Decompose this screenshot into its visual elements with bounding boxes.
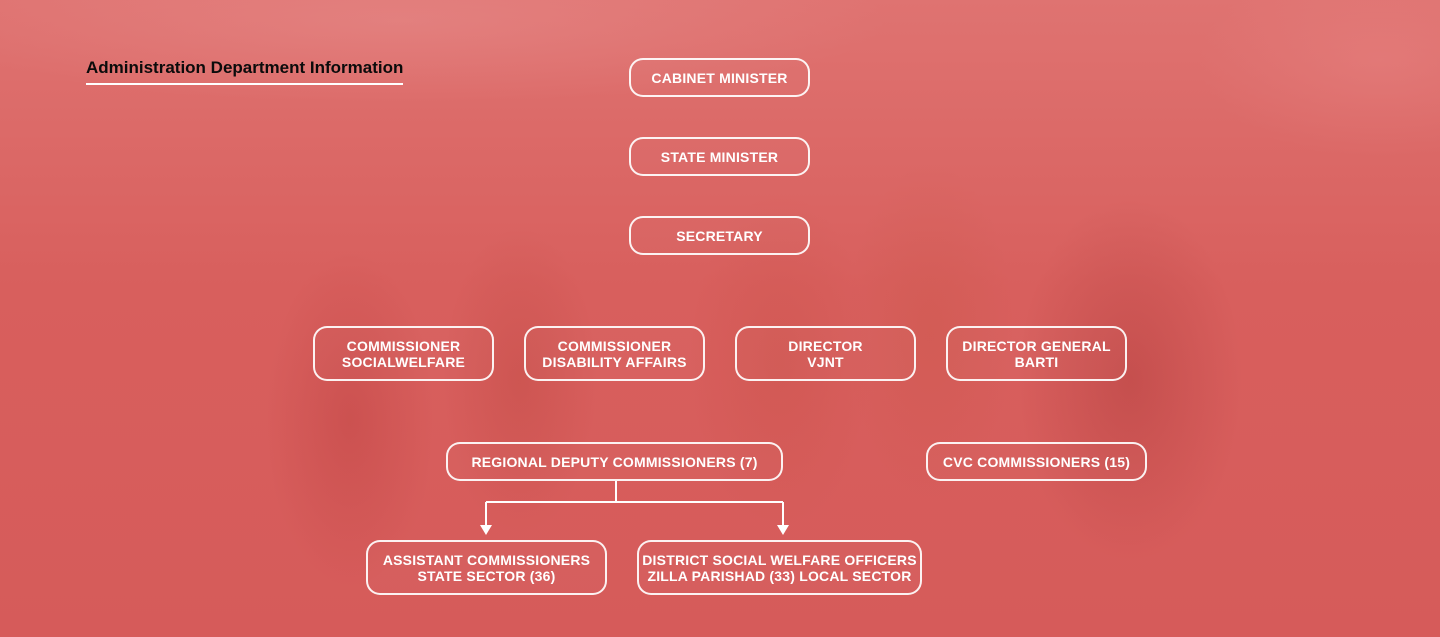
node-commissioner-disability: COMMISSIONER DISABILITY AFFAIRS [524, 326, 705, 381]
node-label-line2: ZILLA PARISHAD (33) LOCAL SECTOR [647, 567, 912, 584]
node-label-line1: COMMISSIONER [346, 337, 461, 354]
node-label-line1: ASSISTANT COMMISSIONERS [382, 551, 591, 568]
node-label-line2: DISABILITY AFFAIRS [542, 353, 687, 370]
node-label: CVC COMMISSIONERS (15) [942, 453, 1131, 470]
node-label-line2: SOCIALWELFARE [341, 353, 466, 370]
node-label-line2: STATE SECTOR (36) [417, 567, 556, 584]
node-cvc-commissioners: CVC COMMISSIONERS (15) [926, 442, 1147, 481]
node-label: CABINET MINISTER [651, 69, 788, 86]
node-cabinet-minister: CABINET MINISTER [629, 58, 810, 97]
page-title: Administration Department Information [86, 58, 404, 85]
node-district-social-welfare-officers: DISTRICT SOCIAL WELFARE OFFICERS ZILLA P… [637, 540, 922, 595]
node-label-line1: DIRECTOR [788, 337, 863, 354]
node-label-line1: DISTRICT SOCIAL WELFARE OFFICERS [642, 551, 917, 568]
node-secretary: SECRETARY [629, 216, 810, 255]
node-regional-deputy-commissioners: REGIONAL DEPUTY COMMISSIONERS (7) [446, 442, 783, 481]
node-label: SECRETARY [676, 227, 763, 244]
node-director-general-barti: DIRECTOR GENERAL BARTI [946, 326, 1127, 381]
node-label-line2: VJNT [807, 353, 844, 370]
node-label-line1: COMMISSIONER [557, 337, 672, 354]
node-label-line2: BARTI [1014, 353, 1059, 370]
node-director-vjnt: DIRECTOR VJNT [735, 326, 916, 381]
node-label: STATE MINISTER [660, 148, 779, 165]
node-label-line1: DIRECTOR GENERAL [962, 337, 1111, 354]
node-label: REGIONAL DEPUTY COMMISSIONERS (7) [471, 453, 758, 470]
node-assistant-commissioners: ASSISTANT COMMISSIONERS STATE SECTOR (36… [366, 540, 607, 595]
node-state-minister: STATE MINISTER [629, 137, 810, 176]
node-commissioner-socialwelfare: COMMISSIONER SOCIALWELFARE [313, 326, 494, 381]
